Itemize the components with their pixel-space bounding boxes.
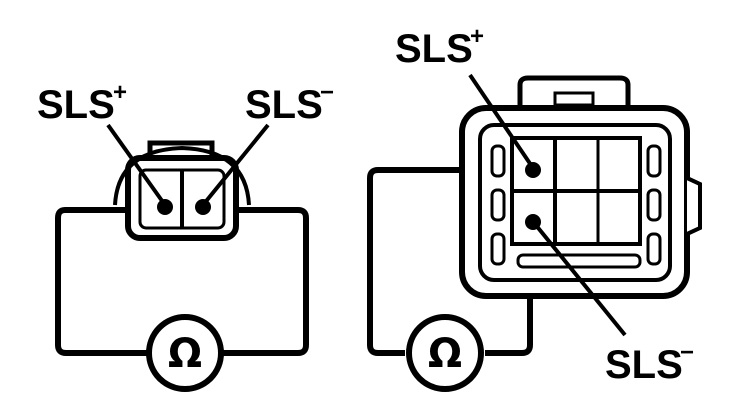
right-slot-right-2 — [646, 188, 662, 222]
right-sls-plus-label: SLS — [395, 27, 473, 71]
right-plus-leader — [468, 73, 535, 170]
left-pin-minus — [195, 199, 211, 215]
left-plus-sign: + — [113, 79, 127, 106]
right-sls-minus-label: SLS — [605, 343, 683, 387]
left-circuit: Ω SLS + SLS − — [37, 79, 334, 392]
left-wire-loop — [55, 207, 309, 356]
right-circuit: Ω SLS + SLS − — [367, 23, 702, 392]
right-ohm-symbol: Ω — [428, 331, 462, 377]
right-connector-latch-slot — [553, 91, 595, 107]
right-bottom-slot — [516, 253, 642, 269]
left-plus-leader — [106, 123, 167, 207]
right-slot-right-1 — [646, 144, 662, 178]
left-minus-sign: − — [320, 79, 334, 106]
right-minus-leader — [533, 222, 627, 337]
right-slot-left-3 — [490, 232, 506, 266]
left-connector — [113, 140, 251, 241]
left-pin-plus — [157, 199, 173, 215]
right-wire-plus — [367, 167, 530, 356]
right-pin-plus — [525, 162, 541, 178]
left-ohm-symbol: Ω — [168, 331, 202, 377]
right-ohmmeter — [406, 314, 484, 392]
left-ohmmeter — [146, 314, 224, 392]
right-slot-right-3 — [646, 232, 662, 266]
right-minus-sign: − — [680, 339, 694, 366]
left-connector-hood — [113, 145, 251, 206]
right-connector-side-tab — [686, 176, 702, 236]
right-slot-left-1 — [490, 144, 506, 178]
right-connector — [459, 75, 702, 299]
left-minus-leader — [201, 123, 270, 207]
right-slot-left-2 — [490, 188, 506, 222]
left-sls-minus-label: SLS — [245, 83, 323, 127]
left-sls-plus-label: SLS — [37, 83, 115, 127]
right-plus-sign: + — [470, 23, 484, 50]
